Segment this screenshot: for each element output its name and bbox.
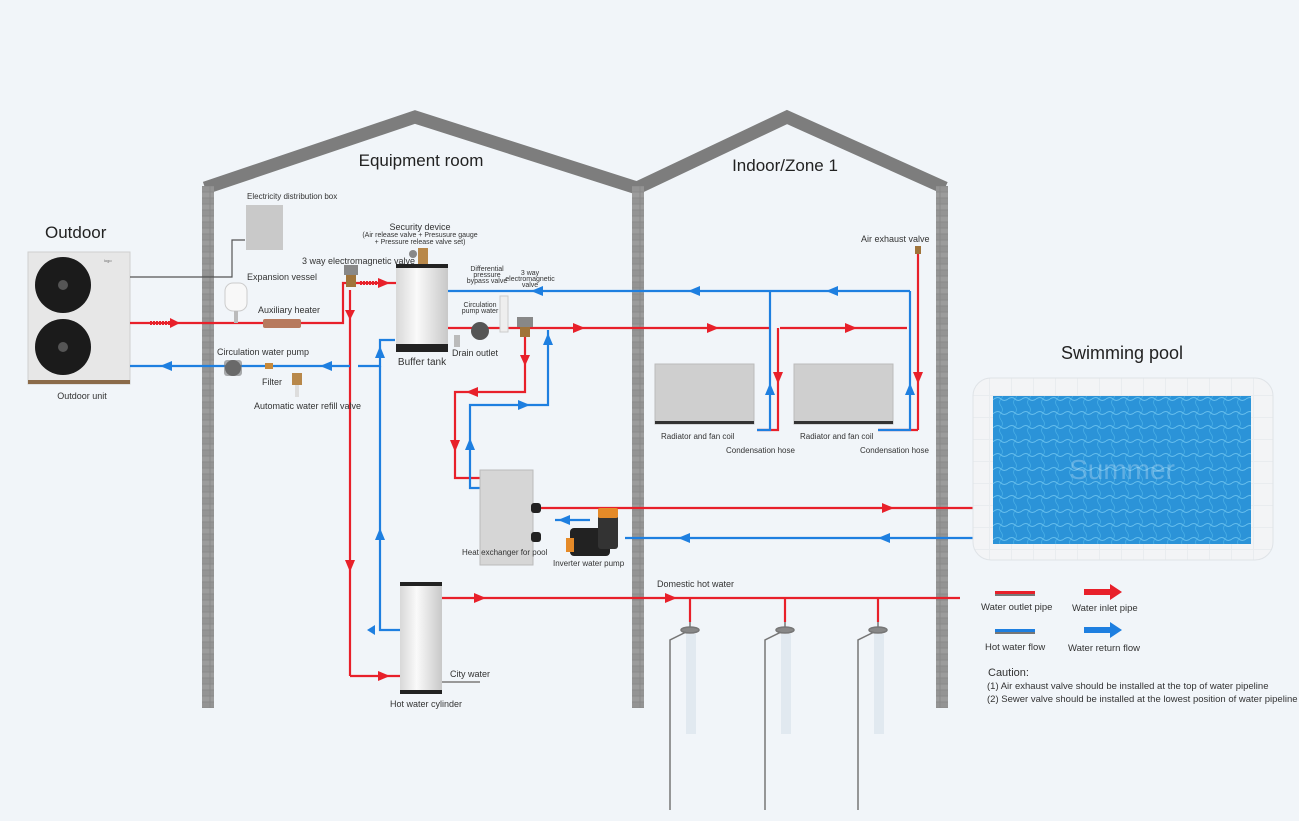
auxiliary-heater [263,319,301,328]
radiator-1 [654,363,755,425]
wall-right [936,186,948,708]
buffer-tank [396,248,448,352]
flow-arrows-cold [160,286,915,635]
label-refill-valve: Automatic water refill valve [254,401,362,411]
label-condensation-hose-1: Condensation hose [726,446,795,455]
zone-title-outdoor: Outdoor [45,223,107,242]
label-three-way-valve-2c: valve [521,282,539,289]
label-diff-bypass-2: pressure [473,272,501,279]
label-diff-bypass-3: bypass valve [466,278,508,285]
refill-valve [292,373,302,397]
wall-left [202,186,214,708]
label-circ-pump-water-2: pump water [461,308,499,315]
label-city-water: City water [450,669,491,679]
svg-text:logo: logo [104,258,112,263]
label-filter: Filter [262,377,282,387]
label-circulation-pump: Circulation water pump [217,347,310,357]
label-outdoor-unit: Outdoor unit [57,391,107,401]
label-hot-water-cylinder: Hot water cylinder [390,699,463,709]
three-way-valve-2 [517,317,533,337]
control-cable [130,239,245,278]
circulation-pump [224,360,242,376]
filter [265,363,273,369]
label-three-way-valve-2b: electromagnetic [505,276,555,283]
label-expansion-vessel: Expansion vessel [247,272,318,282]
label-heat-exchanger: Heat exchanger for pool [462,548,548,557]
shower-3 [857,622,888,810]
label-radiator-2: Radiator and fan coil [800,432,874,441]
shower-1 [669,622,700,810]
zone-title-equipment-room: Equipment room [358,151,484,170]
label-security-device-line1: (Air release valve + Presusure gauge [362,232,478,239]
caution-line-1: (1) Air exhaust valve should be installe… [987,681,1269,692]
flow-arrows-hot [150,278,923,681]
hot-water-cylinder [400,582,480,694]
label-drain-outlet: Drain outlet [452,348,499,358]
label-auxiliary-heater: Auxiliary heater [258,305,321,315]
zone-title-pool: Swimming pool [1060,343,1184,363]
three-way-valve-1 [344,265,358,287]
label-buffer-tank: Buffer tank [397,357,447,368]
legend-water-inlet-pipe: Water inlet pipe [1072,603,1138,614]
legend-graphics [995,584,1122,638]
label-domestic-hot-water: Domestic hot water [657,579,735,589]
label-three-way-valve-2a: 3 way [520,270,540,277]
label-security-device-line2: + Pressure release valve set) [374,239,466,246]
label-circ-pump-water-1: Circulation [463,302,497,309]
circulation-pump-water [471,322,489,340]
caution-title: Caution: [988,667,1029,679]
differential-bypass-valve [499,295,509,333]
label-diff-bypass-1: Differential [470,266,504,273]
legend-hot-water-flow: Hot water flow [985,642,1046,653]
label-electricity-box: Electricity distribution box [247,192,338,201]
swimming-pool [972,377,1274,561]
pipes-hot [130,250,975,678]
radiator-2 [793,363,894,425]
legend-water-outlet-pipe: Water outlet pipe [981,602,1053,613]
air-exhaust-valve [915,246,921,254]
roof-outline [202,109,948,195]
label-condensation-hose-2: Condensation hose [860,446,929,455]
outdoor-unit: logo [27,251,131,385]
shower-2 [764,622,795,810]
expansion-vessel [224,282,248,323]
label-inverter-pump: Inverter water pump [553,559,625,568]
drain-outlet [454,335,460,347]
legend-water-return-flow: Water return flow [1068,643,1140,654]
inverter-pump [566,508,618,556]
caution-line-2: (2) Sewer valve should be installed at t… [987,694,1298,705]
pool-watermark: Summer [1069,454,1175,485]
pipes-cold [130,289,975,632]
heat-exchanger [479,469,541,566]
electricity-box [246,205,283,250]
label-three-way-valve-1: 3 way electromagnetic valve [302,256,416,266]
label-radiator-1: Radiator and fan coil [661,432,735,441]
label-air-exhaust: Air exhaust valve [861,234,930,244]
wall-middle [632,186,644,708]
label-security-device: Security device [389,222,451,232]
zone-title-indoor: Indoor/Zone 1 [732,156,838,175]
